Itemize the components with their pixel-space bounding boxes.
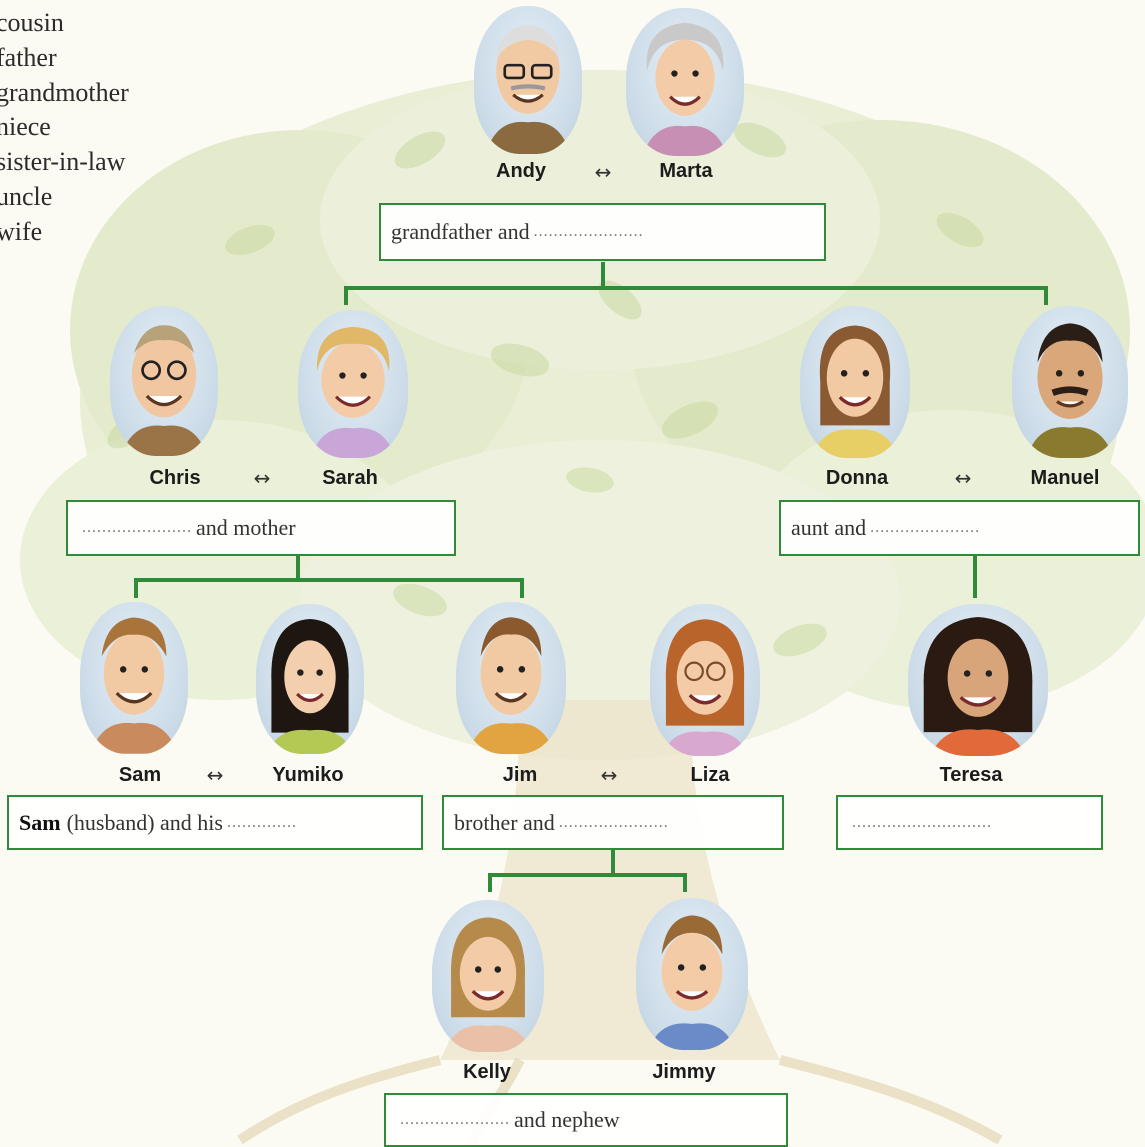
box-donna-manuel: aunt and ...................... [779,500,1140,556]
portrait-sarah [298,310,408,458]
box-teresa: ............................ [836,795,1103,850]
portrait-liza [650,604,760,756]
box-text: grandfather and [391,219,530,244]
word-list-item: wife [0,216,43,246]
answer-blank: ...................... [82,519,192,536]
portrait-chris [110,306,218,456]
portrait-jim [456,602,566,754]
box-text: (husband) and his [66,809,223,835]
word-list-item: niece [0,112,51,142]
box-text: and mother [196,515,296,540]
box-text: and nephew [514,1107,620,1132]
portrait-donna [800,306,910,458]
portrait-manuel [1012,306,1128,458]
word-list-item: father [0,42,57,72]
box-grandparents: grandfather and ...................... [379,203,826,261]
name-andy: Andy [496,160,546,182]
name-yumiko: Yumiko [272,764,344,786]
name-liza: Liza [690,764,730,786]
spouse-arrow: ↔ [206,763,224,787]
box-chris-sarah: ...................... and mother [66,500,456,556]
portrait-teresa [908,604,1048,756]
portrait-marta [626,8,744,156]
answer-blank: ...................... [533,223,644,240]
word-list-item: cousin [0,8,64,37]
name-donna: Donna [825,467,889,489]
name-chris: Chris [149,467,201,489]
portrait-andy [474,6,582,154]
box-text: aunt and [791,515,867,540]
box-sam-yumiko: Sam (husband) and his .............. [7,795,423,850]
box-kelly-jimmy: ...................... and nephew [384,1093,788,1147]
answer-blank: .............. [226,813,297,831]
spouse-arrow: ↔ [253,466,271,490]
name-manuel: Manuel [1030,467,1100,489]
portrait-jimmy [636,898,748,1050]
answer-blank: ...................... [870,519,981,536]
name-jim: Jim [502,764,538,786]
name-sam: Sam [118,764,162,786]
word-list-item: sister-in-law [0,147,126,177]
portrait-kelly [432,900,544,1052]
portrait-yumiko [256,604,364,754]
box-jim-liza: brother and ...................... [442,795,784,850]
answer-blank: ...................... [400,1111,510,1128]
answer-blank: ...................... [558,813,669,831]
spouse-arrow: ↔ [954,466,972,490]
box-text: brother and [454,809,555,835]
name-teresa: Teresa [939,764,1003,786]
spouse-arrow: ↔ [594,160,612,184]
name-jimmy: Jimmy [652,1061,716,1083]
portrait-sam [80,602,188,754]
word-list-item: uncle [0,181,53,211]
spouse-arrow: ↔ [600,763,618,787]
name-kelly: Kelly [463,1061,511,1083]
name-sarah: Sarah [322,467,378,489]
word-list-item: grandmother [0,77,129,107]
word-list: cousin father grandmother niece sister-i… [0,6,129,250]
box-text-bold: Sam [19,809,61,835]
answer-blank: ............................ [852,813,992,831]
name-marta: Marta [659,160,713,182]
